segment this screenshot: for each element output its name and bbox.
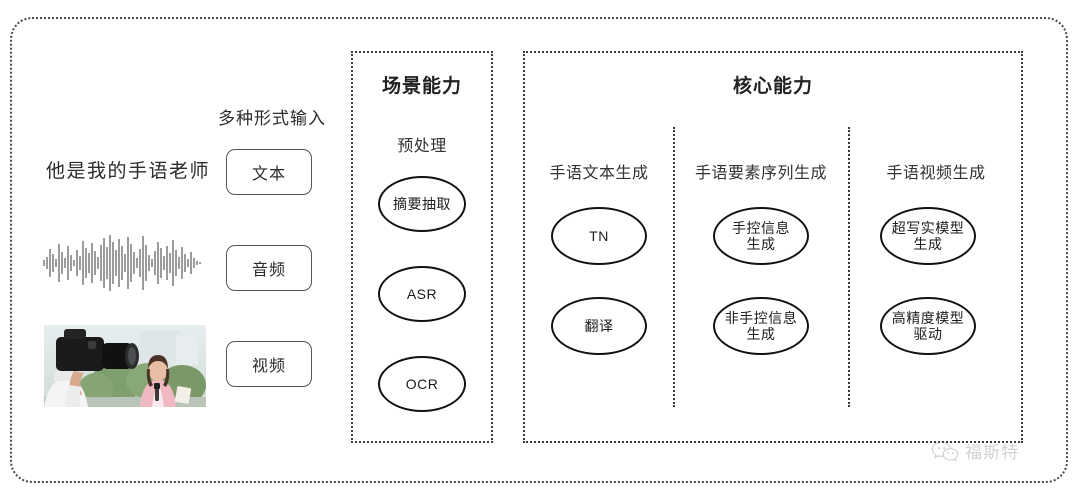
scene-capability-subtitle: 预处理 <box>397 138 447 155</box>
scene-capability-panel: 场景能力 预处理 摘要抽取 ASR OCR <box>351 51 493 443</box>
modality-pill-audio[interactable]: 音频 <box>226 245 312 291</box>
watermark: 福斯特 <box>930 438 1019 463</box>
core-column-divider-1 <box>673 127 675 407</box>
scene-node-asr[interactable]: ASR <box>378 266 466 322</box>
core-column-sign-video-subtitle: 手语视频生成 <box>886 165 986 182</box>
core-node-manual-info-label-line2: 生成 <box>746 236 776 252</box>
wechat-icon <box>931 441 959 462</box>
modality-pill-text-label: 文本 <box>251 166 286 183</box>
core-node-highprecision-model-label-line1: 高精度模型 <box>891 309 965 326</box>
waveform-icon <box>43 235 201 291</box>
core-node-nonmanual-info[interactable]: 非手控信息 生成 <box>713 297 809 355</box>
core-node-highprecision-model[interactable]: 高精度模型 驱动 <box>880 297 976 355</box>
core-node-hyperreal-model-label-line1: 超写实模型 <box>891 219 965 236</box>
core-node-hyperreal-model[interactable]: 超写实模型 生成 <box>880 207 976 265</box>
core-node-translate[interactable]: 翻译 <box>551 297 647 355</box>
core-node-highprecision-model-label-line2: 驱动 <box>913 326 943 342</box>
core-column-divider-2 <box>848 127 850 407</box>
scene-node-summary-label: 摘要抽取 <box>393 195 451 212</box>
scene-node-asr-label: ASR <box>406 285 438 302</box>
modality-pill-text[interactable]: 文本 <box>226 149 312 195</box>
modality-pill-video-label: 视频 <box>251 358 286 375</box>
modality-pill-video[interactable]: 视频 <box>226 341 312 387</box>
core-column-element-sequence-subtitle: 手语要素序列生成 <box>694 165 827 182</box>
core-node-hyperreal-model-label-line2: 生成 <box>913 236 943 252</box>
core-capability-title: 核心能力 <box>732 76 813 97</box>
core-node-translate-label: 翻译 <box>584 317 614 334</box>
core-node-tn-label: TN <box>589 227 609 244</box>
diagram-outer-frame <box>10 17 1068 483</box>
scene-capability-title: 场景能力 <box>381 76 462 97</box>
input-section-heading: 多种形式输入 <box>218 109 326 128</box>
core-capability-panel: 核心能力 手语文本生成 TN 翻译 手语要素序列生成 手控信息 生成 <box>523 51 1023 443</box>
scene-node-ocr[interactable]: OCR <box>378 356 466 412</box>
core-node-nonmanual-info-label-line2: 生成 <box>746 326 776 342</box>
core-node-nonmanual-info-label-line1: 非手控信息 <box>724 309 798 326</box>
sample-sentence-text: 他是我的手语老师 <box>46 161 211 182</box>
core-node-manual-info[interactable]: 手控信息 生成 <box>713 207 809 265</box>
scene-node-ocr-label: OCR <box>405 375 439 392</box>
core-node-manual-info-label-line1: 手控信息 <box>732 219 790 236</box>
video-thumbnail-icon <box>44 325 206 407</box>
scene-node-summary[interactable]: 摘要抽取 <box>378 176 466 232</box>
core-column-sign-text-subtitle: 手语文本生成 <box>549 165 649 182</box>
modality-pill-audio-label: 音频 <box>251 262 286 279</box>
core-node-tn[interactable]: TN <box>551 207 647 265</box>
watermark-text: 福斯特 <box>965 443 1019 462</box>
